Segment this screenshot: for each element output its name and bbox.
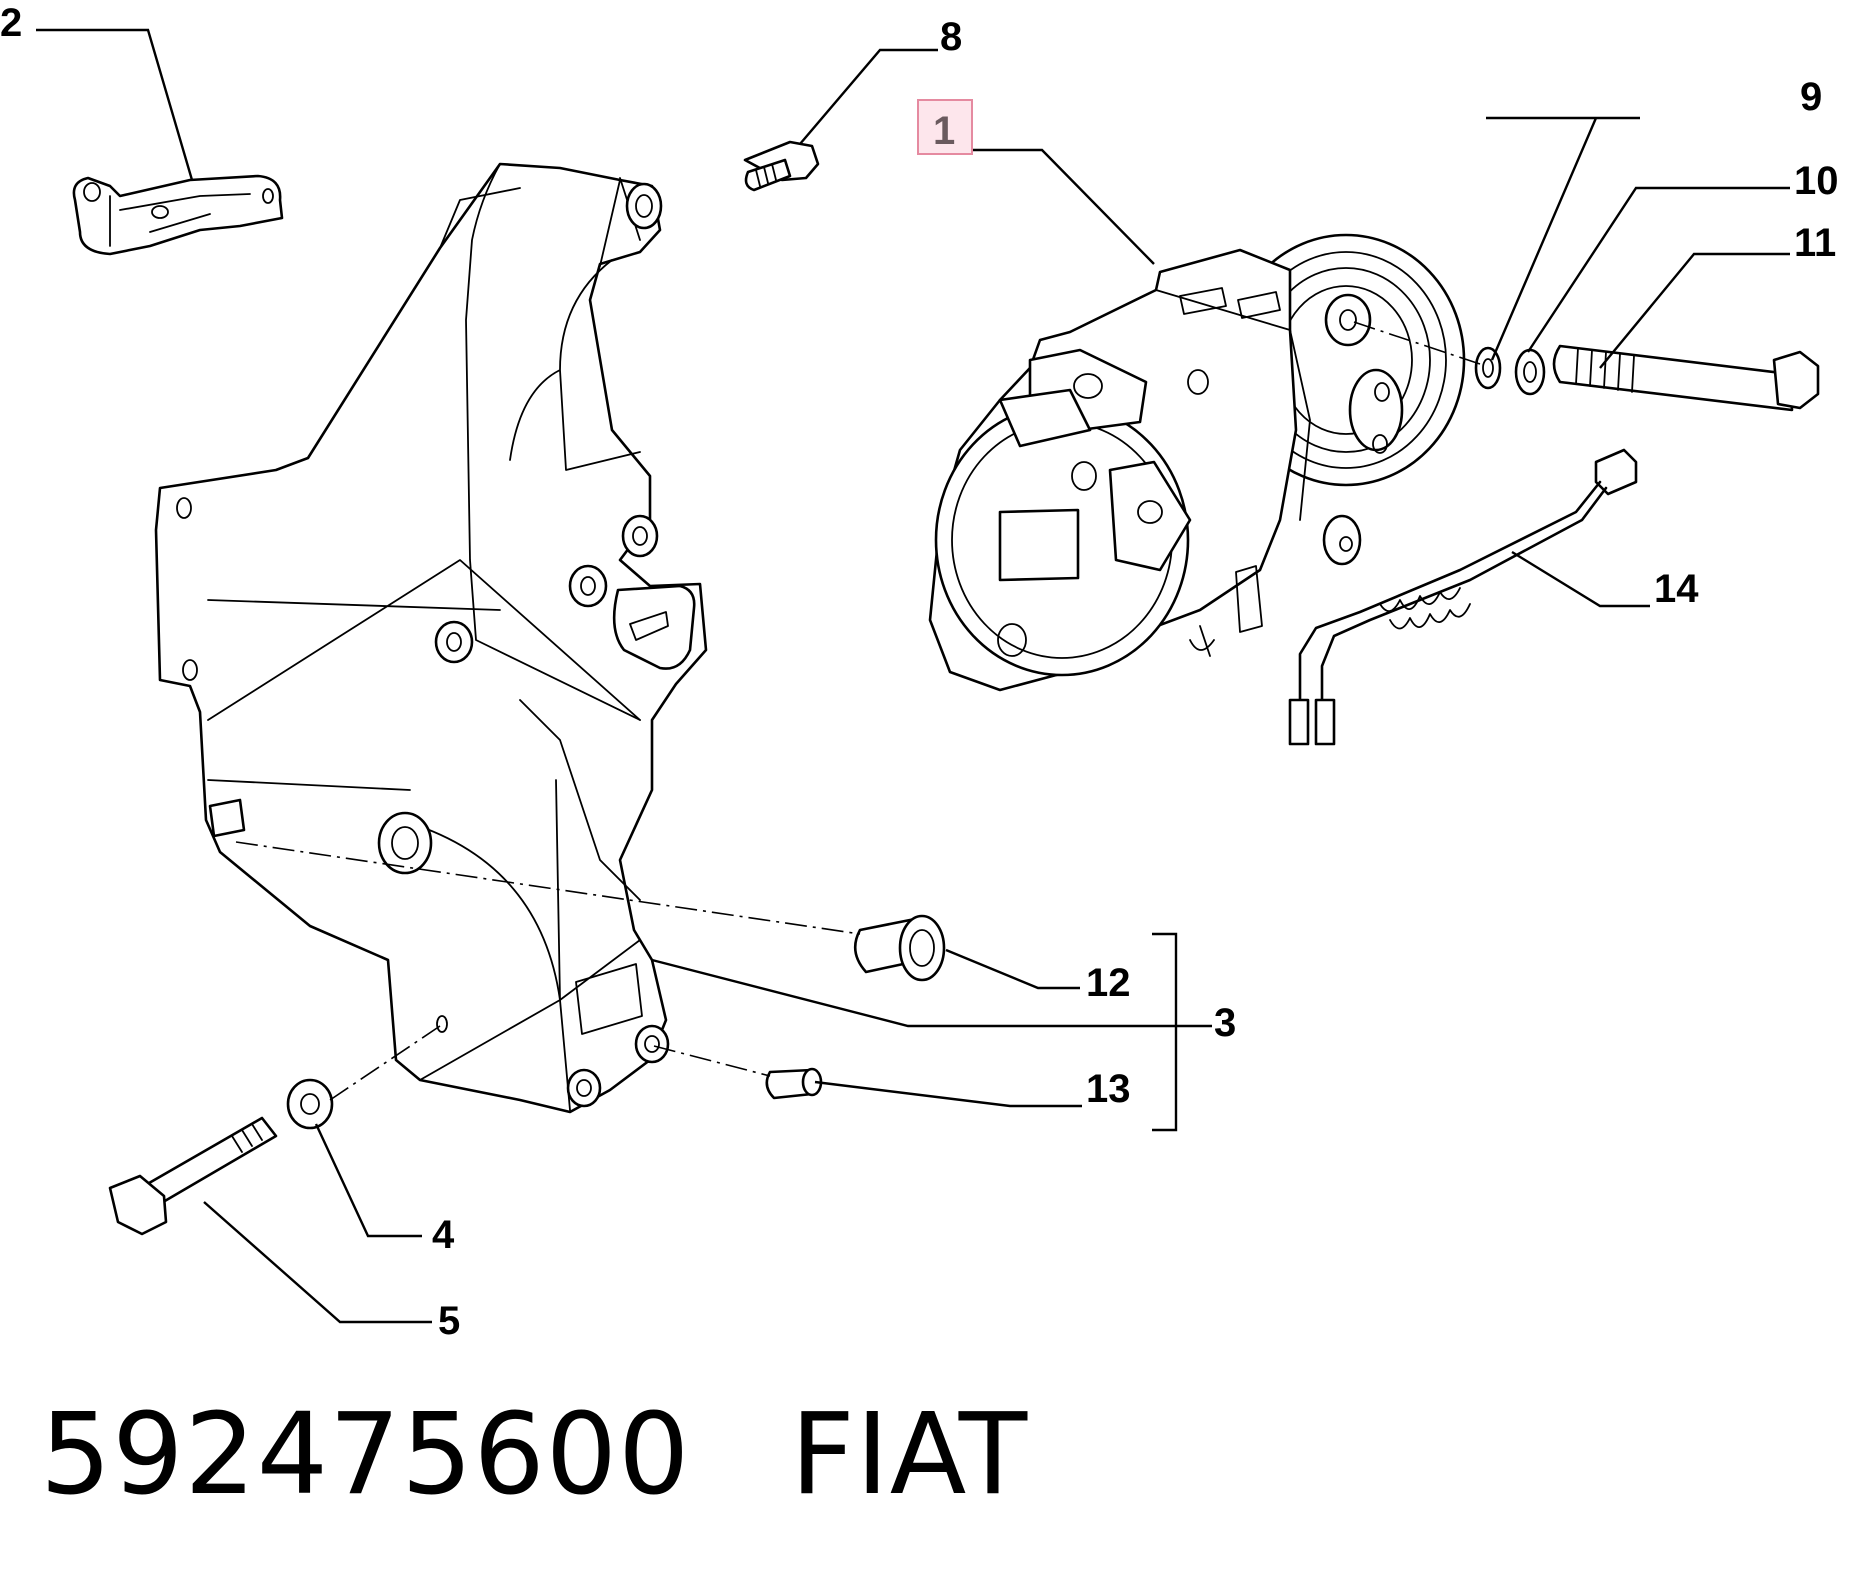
part-4-washer (286, 1078, 334, 1130)
callout-12[interactable]: 12 (1086, 961, 1131, 1005)
part-1-compressor (928, 233, 1466, 692)
part-3-bracket (154, 162, 708, 1114)
callout-3[interactable]: 3 (1214, 1001, 1236, 1045)
part-9-washer (1474, 346, 1502, 390)
callout-14[interactable]: 14 (1654, 567, 1699, 611)
callout-4[interactable]: 4 (432, 1213, 455, 1257)
footer-caption: 592475600 FIAT (40, 1390, 1028, 1520)
part-11-bolt (1552, 344, 1820, 412)
part-10-washer (1514, 348, 1546, 396)
brand-name: FIAT (790, 1390, 1029, 1520)
callout-13[interactable]: 13 (1086, 1067, 1131, 1111)
part-2-bracket (72, 174, 284, 256)
callout-11[interactable]: 11 (1794, 221, 1836, 265)
part-number: 592475600 (40, 1390, 691, 1520)
callout-9[interactable]: 9 (1800, 75, 1822, 119)
part-8-bolt (743, 140, 820, 192)
highlight-box (917, 99, 973, 155)
part-5-bolt (108, 1116, 278, 1236)
callout-10[interactable]: 10 (1794, 159, 1839, 203)
part-14-wiring (1288, 448, 1638, 746)
callout-2[interactable]: 2 (0, 1, 22, 45)
callout-5[interactable]: 5 (438, 1299, 460, 1343)
part-13-pin (765, 1067, 823, 1100)
part-12-bushing (853, 914, 946, 982)
callout-8[interactable]: 8 (940, 15, 962, 59)
callout-1[interactable]: 1 (933, 109, 955, 153)
leader-lines (36, 28, 1790, 1324)
